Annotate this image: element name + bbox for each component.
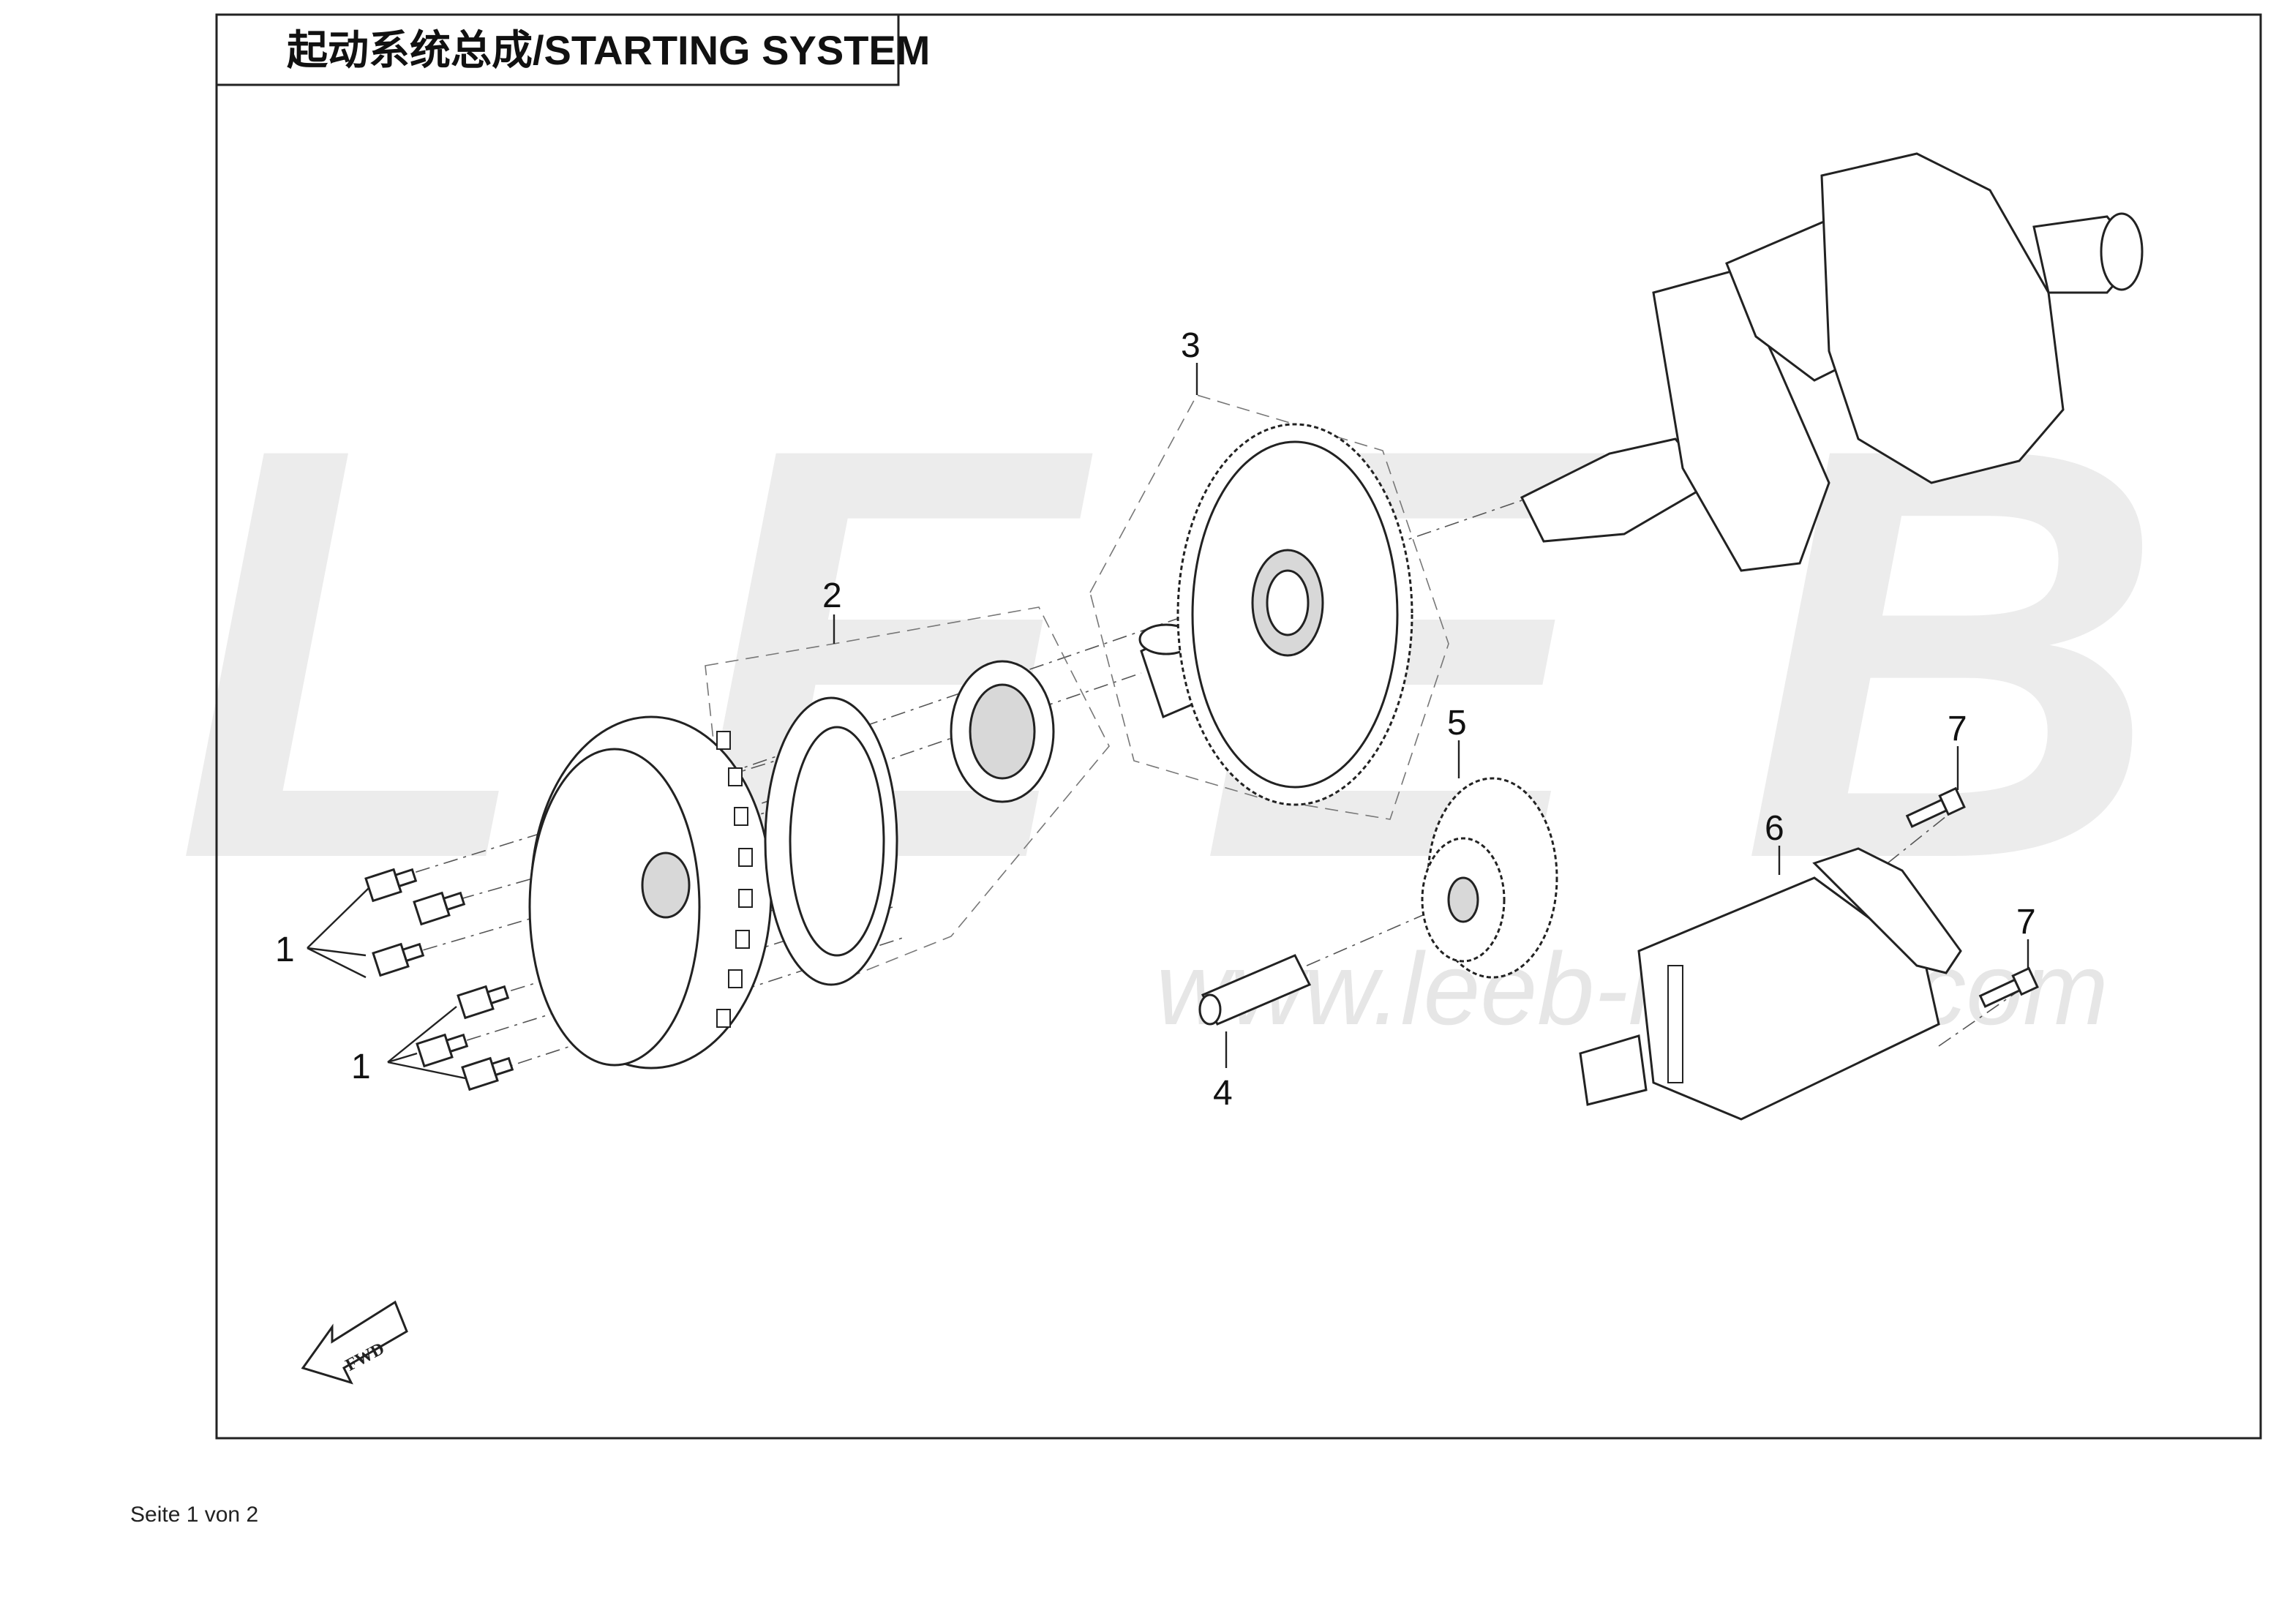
title-block bbox=[215, 13, 900, 86]
fwd-arrow-icon: FWD bbox=[301, 1300, 408, 1385]
group-outline-3 bbox=[1089, 394, 1449, 820]
crankshaft bbox=[1520, 152, 2144, 572]
callout-5: 5 bbox=[1447, 704, 1467, 743]
bolts-lower bbox=[416, 985, 514, 1091]
callout-3: 3 bbox=[1181, 326, 1201, 365]
drawing-frame bbox=[215, 13, 2262, 1440]
callout-7-upper: 7 bbox=[1948, 710, 1967, 748]
diagram-title: 起动系统总成/STARTING SYSTEM bbox=[287, 27, 930, 73]
callout-7-lower: 7 bbox=[2016, 903, 2036, 941]
clutch-plate bbox=[764, 696, 898, 986]
idler-gear bbox=[1421, 777, 1558, 979]
bolt-7-lower bbox=[1978, 966, 2039, 1008]
callout-6: 6 bbox=[1765, 809, 1784, 848]
callout-2: 2 bbox=[822, 576, 842, 615]
starter-driven-gear bbox=[1176, 423, 1413, 806]
page-footer: Seite 1 von 2 bbox=[130, 1503, 258, 1527]
starter-motor bbox=[1579, 847, 1962, 1121]
callout-4: 4 bbox=[1213, 1074, 1233, 1113]
flywheel-rotor bbox=[528, 715, 773, 1069]
idler-shaft bbox=[1198, 954, 1312, 1026]
one-way-clutch-sprag bbox=[950, 660, 1055, 803]
leader-lines bbox=[307, 363, 2029, 1080]
callout-1-lower: 1 bbox=[351, 1048, 371, 1086]
bolt-7-upper bbox=[1905, 786, 1966, 828]
watermark-letter-1: L bbox=[176, 326, 533, 980]
bolts-upper bbox=[364, 868, 466, 977]
callout-1-upper: 1 bbox=[275, 931, 295, 969]
